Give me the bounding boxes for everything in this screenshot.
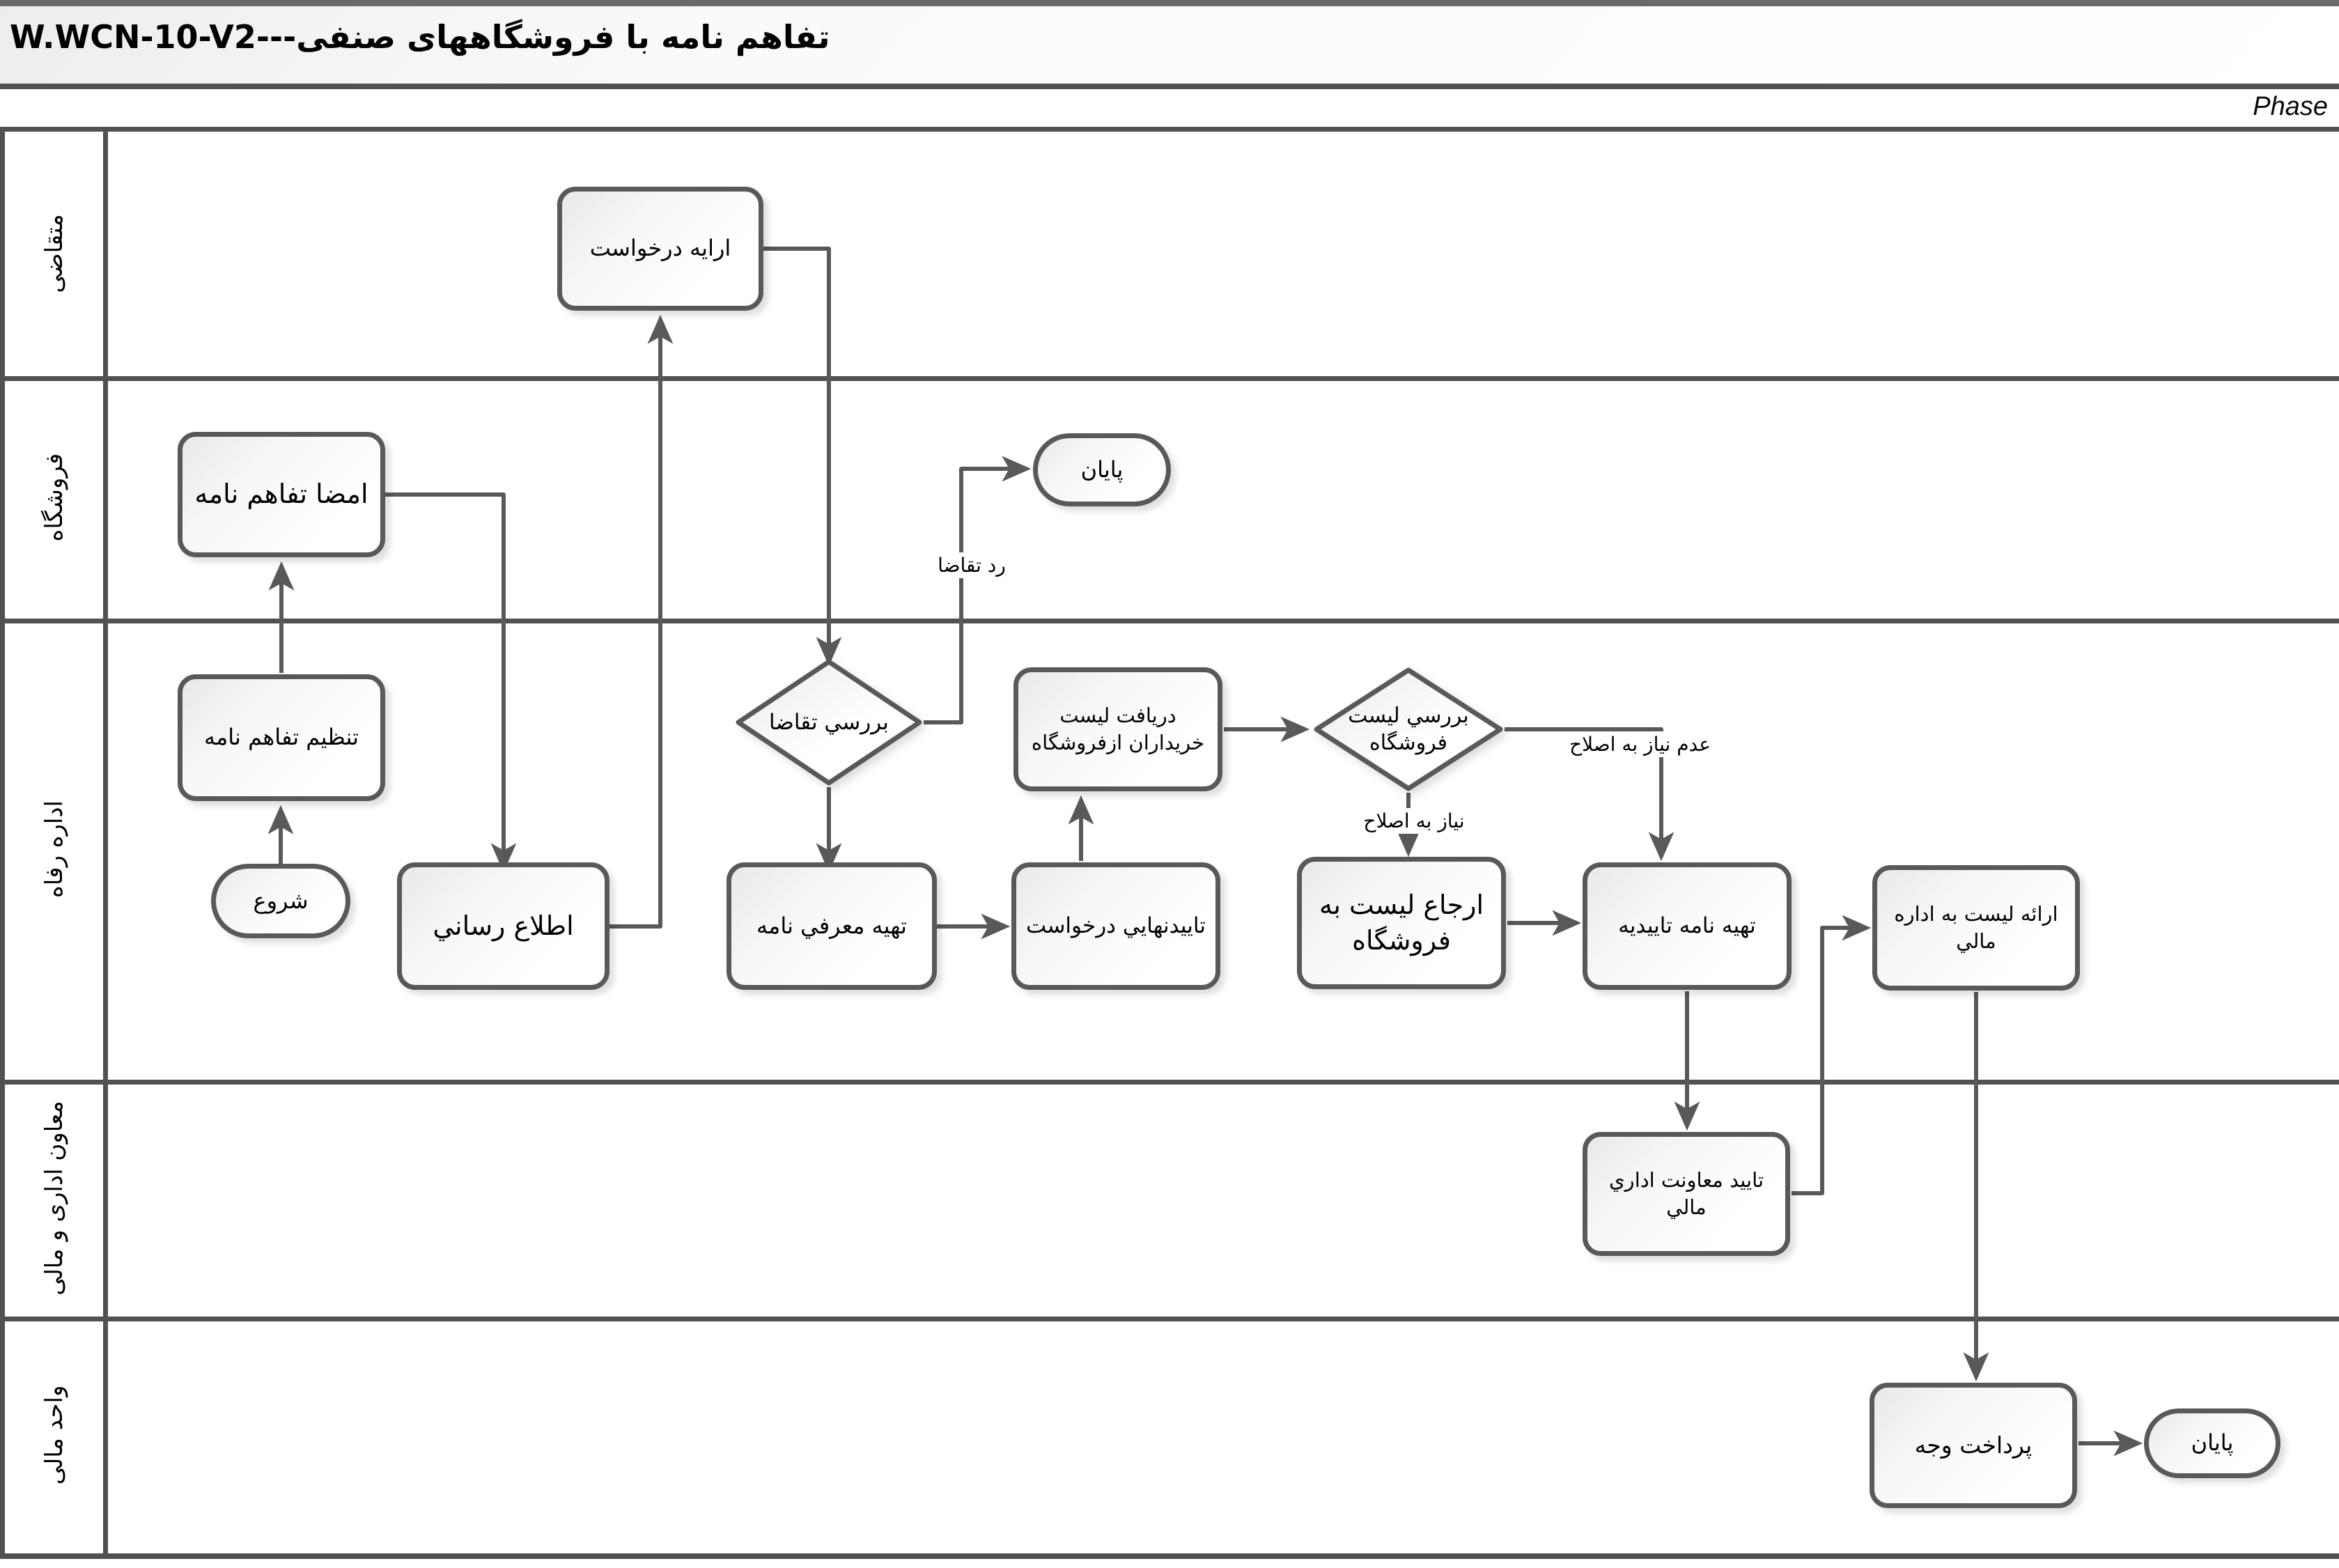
edge-deputy-approval-to-send-list [1792, 915, 1872, 1195]
node-review-store-list-label: بررسي لیست فروشگاه [1348, 704, 1469, 755]
phase-band [0, 89, 2339, 127]
node-start[interactable]: شروع [211, 864, 350, 938]
lane-border-4 [0, 1317, 2339, 1321]
node-draft-mou[interactable]: تنظیم تفاهم نامه [178, 674, 385, 801]
node-inform-label: اطلاع رساني [433, 910, 574, 941]
node-receive-buyers-list[interactable]: دریافت لیست خریداران ازفروشگاه [1013, 667, 1222, 791]
node-end-finance-label: پایان [2191, 1429, 2234, 1457]
node-prepare-confirmation-letter[interactable]: تهیه نامه تاییدیه [1583, 862, 1792, 990]
node-refer-list-to-store-label: ارجاع لیست به فروشگاه [1319, 889, 1484, 956]
node-pay-amount[interactable]: پرداخت وجه [1870, 1383, 2077, 1508]
node-send-list-to-finance-label: ارائه لیست به اداره مالي [1894, 901, 2058, 953]
node-prepare-intro-letter-label: تهیه معرفي نامه [756, 912, 907, 939]
edge-sign-mou-to-inform [385, 492, 517, 873]
phase-label: Phase [2253, 92, 2328, 121]
node-review-request[interactable]: بررسي تقاضا [733, 656, 925, 789]
node-review-request-label: بررسي تقاضا [769, 709, 889, 735]
node-prepare-confirmation-letter-label: تهیه نامه تاییدیه [1618, 913, 1756, 938]
node-prepare-intro-letter[interactable]: تهیه معرفي نامه [726, 862, 937, 990]
diamond-shape [736, 659, 922, 786]
lane-border-1 [0, 376, 2339, 381]
top-border [0, 0, 2339, 6]
lane-label-store: فروشگاه [40, 453, 68, 542]
title-band [0, 0, 2339, 84]
node-inform[interactable]: اطلاع رساني [397, 862, 609, 990]
title-separator [0, 84, 2339, 89]
node-admin-deputy-approval[interactable]: تایید معاونت اداري مالي [1583, 1132, 1790, 1256]
lane-border-3 [0, 1080, 2339, 1085]
node-refer-list-to-store[interactable]: ارجاع لیست به فروشگاه [1297, 857, 1506, 989]
left-border [0, 127, 5, 1559]
lane-border-2 [0, 619, 2339, 623]
node-submit-request-label: ارایه درخواست [589, 235, 731, 262]
node-sign-mou[interactable]: امضا تفاهم نامه [178, 432, 385, 557]
node-draft-mou-label: تنظیم تفاهم نامه [203, 724, 359, 751]
bottom-border [0, 1553, 2339, 1559]
edge-submit-request-to-review-request [763, 247, 842, 667]
node-send-list-to-finance[interactable]: ارائه لیست به اداره مالي [1872, 865, 2080, 991]
node-end-finance[interactable]: پایان [2144, 1408, 2280, 1478]
node-end-store-label: پایان [1080, 456, 1124, 483]
node-final-request-approval[interactable]: تاییدنهایي درخواست [1011, 862, 1220, 990]
node-submit-request[interactable]: ارایه درخواست [557, 187, 763, 311]
page-title: تفاهم نامه با فروشگاههای صنفی---W.WCN-10… [10, 18, 830, 56]
node-review-store-list[interactable]: بررسي لیست فروشگاه [1311, 665, 1506, 794]
node-admin-deputy-approval-label: تایید معاونت اداري مالي [1608, 1167, 1764, 1219]
lane-label-finance-unit: واحد مالی [40, 1385, 68, 1485]
phase-separator [0, 127, 2339, 132]
node-end-store[interactable]: پایان [1033, 433, 1171, 506]
node-receive-buyers-list-label: دریافت لیست خریداران ازفروشگاه [1031, 703, 1205, 754]
node-sign-mou-label: امضا تفاهم نامه [194, 479, 368, 510]
node-start-label: شروع [253, 887, 309, 914]
edge-label-no-correction-needed: عدم نیاز به اصلاح [1569, 731, 1716, 757]
node-final-request-approval-label: تاییدنهایي درخواست [1026, 913, 1206, 938]
lane-label-admin-finance-deputy: معاون اداری و مالی [40, 1101, 68, 1296]
lane-label-welfare-office: اداره رفاه [40, 800, 68, 898]
edge-label-reject-request: رد تقاضا [914, 552, 1029, 578]
lane-label-applicant: متقاضی [40, 214, 68, 293]
edge-review-request-to-end-store [924, 456, 1032, 724]
lane-label-separator [103, 127, 108, 1559]
node-pay-amount-label: پرداخت وجه [1914, 1431, 2033, 1459]
diamond-shape [1314, 667, 1503, 791]
edge-label-needs-correction: نیاز به اصلاح [1343, 808, 1485, 834]
